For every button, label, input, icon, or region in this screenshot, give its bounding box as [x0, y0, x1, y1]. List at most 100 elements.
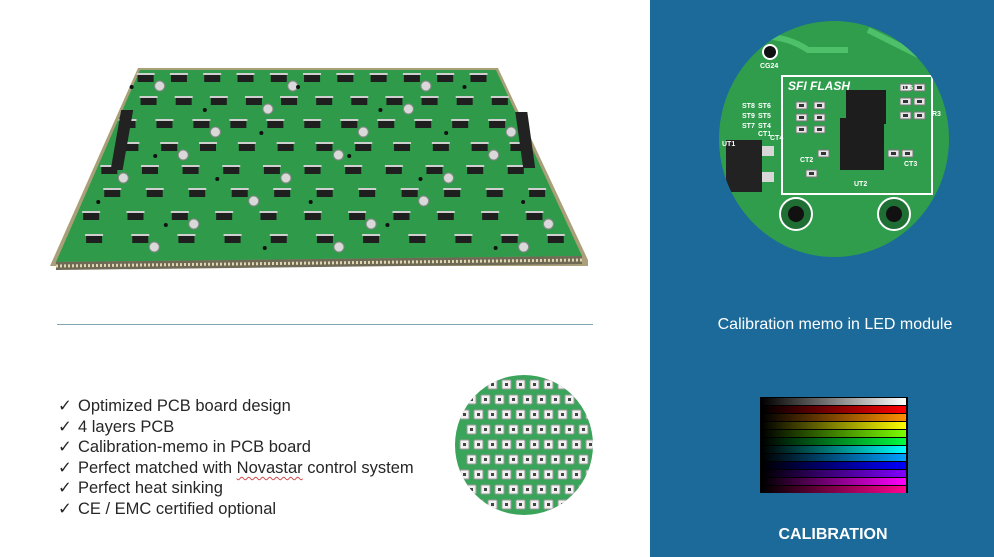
- pcb-chip: [510, 143, 527, 151]
- check-icon: ✓: [58, 397, 72, 415]
- pcb-chip: [156, 120, 173, 128]
- silkscreen-label: ST9: [742, 113, 755, 120]
- check-icon: ✓: [58, 479, 72, 498]
- pcb-chip: [304, 74, 321, 82]
- pcb-capacitor: [248, 195, 260, 207]
- calibration-band: [762, 462, 906, 469]
- pcb-chip: [486, 189, 503, 197]
- pcb-chip: [501, 235, 518, 243]
- pcb-chip: [223, 166, 240, 174]
- pcb-chip: [127, 212, 144, 220]
- feature-text: Optimized PCB board design: [78, 397, 291, 415]
- led-closeup-image: [455, 375, 593, 515]
- pcb-chip: [316, 97, 333, 105]
- led-pixel: [557, 379, 568, 390]
- pcb-chip: [394, 143, 411, 151]
- feature-text: Perfect matched with: [78, 458, 237, 477]
- calibration-band: [762, 430, 906, 437]
- pcb-chip: [467, 166, 484, 174]
- led-pixel: [585, 499, 593, 510]
- feature-item: ✓ 4 layers PCB: [58, 417, 414, 438]
- calibration-band: [762, 406, 906, 413]
- feature-item: ✓ Optimized PCB board design: [58, 396, 414, 417]
- calibration-band: [762, 414, 906, 421]
- pcb-capacitor: [117, 172, 129, 184]
- pcb-chip: [304, 166, 321, 174]
- silkscreen-label: ST7: [742, 123, 755, 130]
- pcb-chip: [304, 212, 321, 220]
- pcb-chip: [237, 74, 254, 82]
- pcb-chip: [489, 120, 506, 128]
- pcb-chip: [200, 143, 217, 151]
- pcb-chip: [161, 143, 178, 151]
- silkscreen-label: UT2: [854, 181, 867, 188]
- silkscreen-label: CT2: [800, 157, 813, 164]
- silkscreen-label: UT1: [722, 141, 735, 148]
- silkscreen-label: R3: [932, 111, 941, 118]
- pcb-chip: [444, 189, 461, 197]
- led-pixel: [592, 484, 593, 495]
- pcb-capacitor: [505, 126, 517, 138]
- pcb-chip: [230, 120, 247, 128]
- calibration-band: [762, 454, 906, 461]
- pcb-capacitor: [418, 195, 430, 207]
- pcb-capacitor: [188, 218, 200, 230]
- pcb-chip: [482, 212, 499, 220]
- led-pixel: [585, 409, 593, 420]
- led-pixel: [585, 379, 593, 390]
- pcb-chip: [277, 143, 294, 151]
- led-pixel: [571, 499, 582, 510]
- pcb-capacitor: [333, 241, 345, 253]
- led-pixel: [459, 379, 470, 390]
- pcb-chip: [316, 235, 333, 243]
- feature-text: CE / EMC certified optional: [78, 499, 277, 518]
- silkscreen-label: ST4: [758, 123, 771, 130]
- pcb-chip: [245, 97, 262, 105]
- pcb-chip: [507, 166, 524, 174]
- pcb-chip: [491, 97, 508, 105]
- pcb-chip: [547, 235, 564, 243]
- calibration-title: CALIBRATION: [778, 526, 888, 543]
- led-pixel: [571, 379, 582, 390]
- pcb-chip: [132, 235, 149, 243]
- pcb-chip: [403, 74, 420, 82]
- pcb-chip: [224, 235, 241, 243]
- pcb-chip: [345, 166, 362, 174]
- led-pixel: [473, 499, 484, 510]
- pcb-chip: [210, 97, 227, 105]
- pcb-chip: [432, 143, 449, 151]
- feature-text-flagged: Novastar: [236, 458, 303, 477]
- feature-item: ✓ Perfect heat sinking: [58, 478, 414, 499]
- pcb-chip: [104, 189, 121, 197]
- pcb-chip: [421, 97, 438, 105]
- led-pixel: [459, 499, 470, 510]
- pcb-chip: [363, 235, 380, 243]
- pcb-chip: [263, 166, 280, 174]
- pcb-capacitor: [154, 80, 166, 92]
- feature-text: Perfect heat sinking: [78, 479, 223, 498]
- pcb-chip: [146, 189, 163, 197]
- pcb-chip: [260, 212, 277, 220]
- pcb-chip: [175, 97, 192, 105]
- pcb-chip: [86, 235, 103, 243]
- pcb-capacitor: [148, 241, 160, 253]
- pcb-chip: [401, 189, 418, 197]
- pcb-chip: [386, 97, 403, 105]
- feature-list: ✓ Optimized PCB board design ✓ 4 layers PC…: [58, 396, 414, 520]
- pcb-chip: [101, 166, 118, 174]
- feature-text: 4 layers PCB: [78, 417, 175, 436]
- pcb-chip: [238, 143, 255, 151]
- led-pixel: [466, 394, 477, 405]
- pcb-capacitor: [287, 80, 299, 92]
- pcb-chip: [141, 166, 158, 174]
- check-icon: ✓: [58, 417, 72, 436]
- pcb-chip: [193, 120, 210, 128]
- calibration-band: [762, 486, 906, 493]
- pcb-chip: [281, 97, 298, 105]
- pcb-chip: [456, 97, 473, 105]
- calibration-band: [762, 398, 906, 405]
- pcb-chip: [426, 166, 443, 174]
- pcb-chip: [455, 235, 472, 243]
- silkscreen-label: CT1: [758, 131, 771, 138]
- check-icon: ✓: [58, 458, 72, 477]
